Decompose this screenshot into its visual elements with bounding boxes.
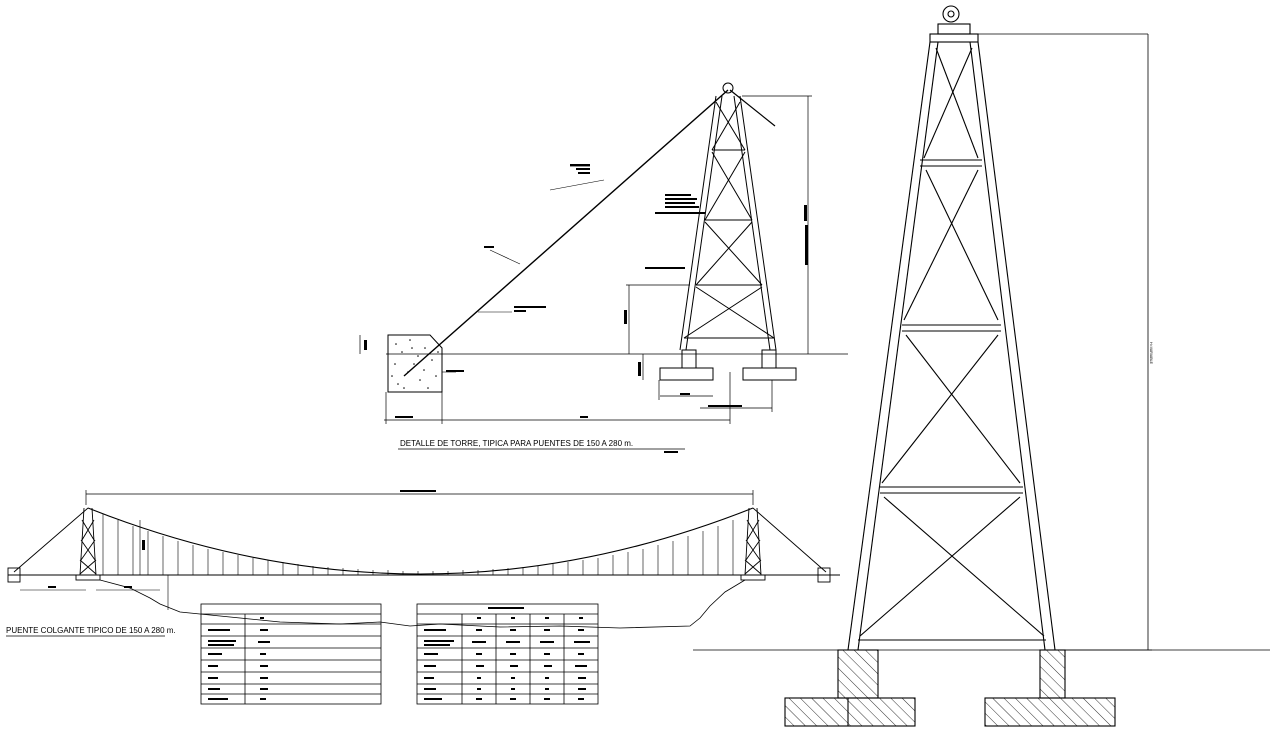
table-right <box>416 603 599 705</box>
tower-detail-annotations <box>364 164 808 418</box>
table-left <box>200 603 382 705</box>
large-tower-elevation <box>693 5 1270 727</box>
table-right-cell-marks <box>424 607 590 700</box>
bridge-dimension-marks <box>48 490 436 588</box>
anchor-concrete-stipple <box>391 339 439 389</box>
tower-detail-drawing <box>359 82 848 424</box>
tower-detail-title: DETALLE DE TORRE, TIPICA PARA PUENTES DE… <box>400 439 633 448</box>
suspension-bridge-elevation <box>7 490 840 629</box>
bridge-title: PUENTE COLGANTE TIPICO DE 150 A 280 m. <box>6 626 176 635</box>
tower-detail-scale-mark <box>664 451 678 453</box>
bridge-hangers <box>102 514 734 575</box>
table-left-cell-marks <box>208 617 270 700</box>
large-tower-height-label: H=VARIABLE <box>1149 342 1153 365</box>
